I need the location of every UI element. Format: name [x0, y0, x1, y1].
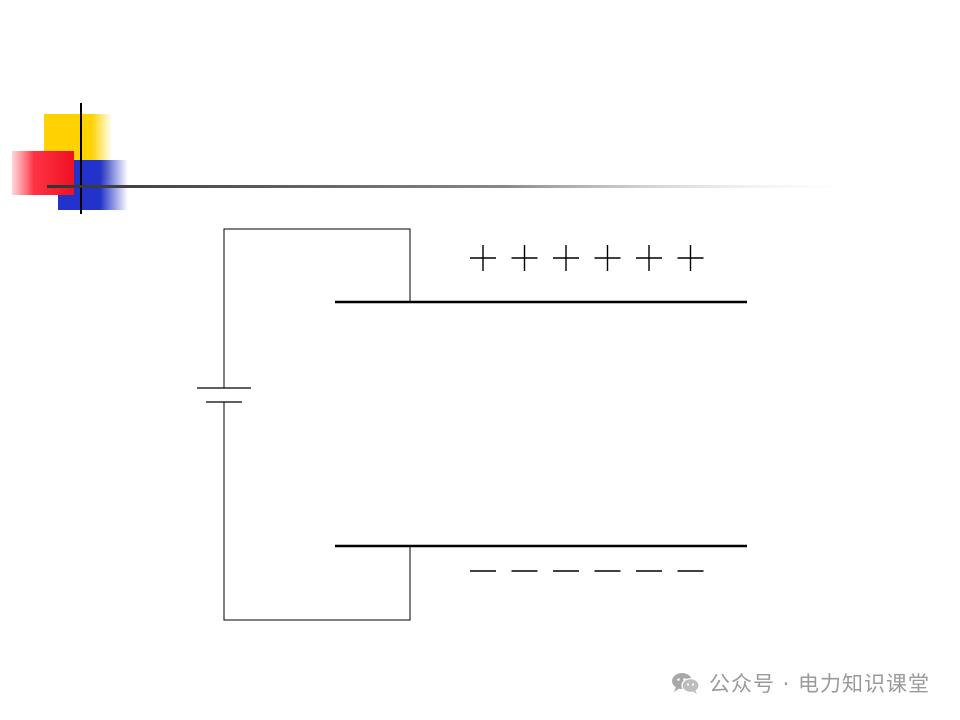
- top-plate-charges: [470, 245, 704, 271]
- wechat-icon: [671, 673, 700, 694]
- battery-symbol: [197, 387, 251, 403]
- plus-sign: [511, 245, 538, 271]
- title-rule: [47, 185, 877, 188]
- corner-decoration: [12, 103, 128, 214]
- plus-sign: [677, 245, 704, 271]
- plus-sign: [470, 245, 496, 271]
- plus-sign: [553, 245, 579, 271]
- watermark: 公众号 · 电力知识课堂: [671, 668, 930, 698]
- plus-sign: [636, 245, 662, 271]
- upper-wire: [223, 228, 411, 388]
- watermark-text: 公众号 · 电力知识课堂: [708, 672, 930, 696]
- plus-sign: [594, 245, 621, 271]
- lower-wire: [223, 402, 411, 621]
- red-square: [12, 151, 74, 195]
- circuit-wires: [223, 228, 411, 621]
